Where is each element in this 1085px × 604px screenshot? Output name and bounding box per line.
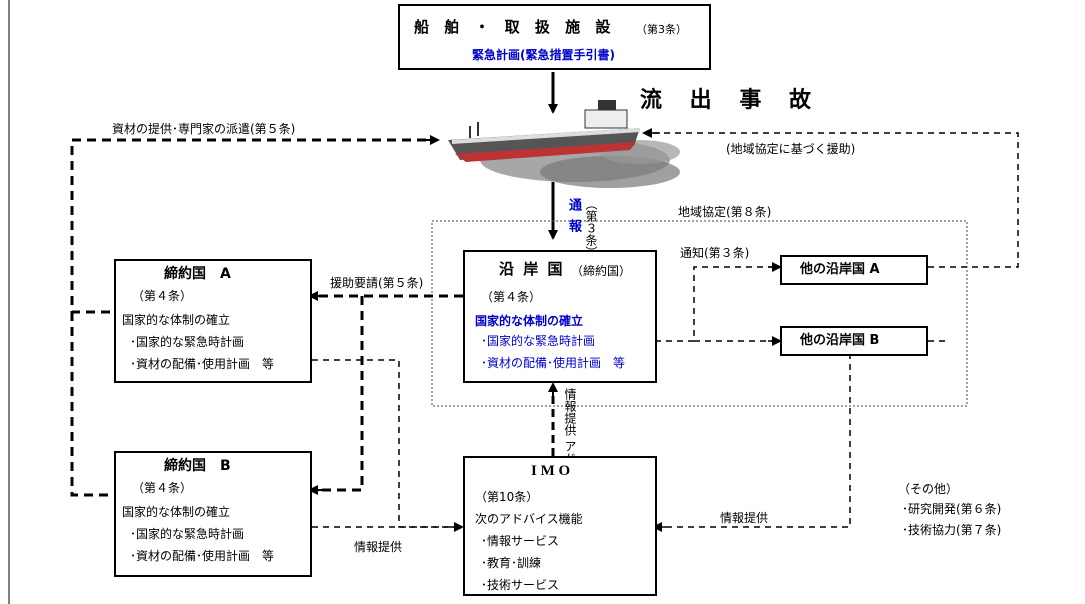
tanker-ship-illustration [448, 100, 680, 188]
others-item2: ･技術協力(第７条) [902, 523, 1002, 537]
aid-request-label: 援助要請(第５条) [330, 276, 424, 290]
imo-box: I M O （第10条） 次のアドバイス機能 ･情報サービス ･教育･訓練 ･技… [463, 456, 657, 596]
other-b-to-imo-line [658, 353, 851, 528]
notice-label: 通知(第３条) [680, 246, 750, 260]
party-a-info-line [312, 359, 458, 528]
imo-line1: 次のアドバイス機能 [475, 512, 583, 526]
supply-loop-top [70, 138, 436, 314]
other-coastal-b-box: 他の沿岸国 B [780, 326, 928, 356]
imo-line3: ･教育･訓練 [481, 556, 542, 570]
regional-aid-line [648, 132, 1019, 268]
ship-facility-article: （第3条） [636, 23, 687, 36]
ship-facility-title: 船 舶 ・ 取 扱 施 設 [414, 18, 616, 36]
party-b-article: （第４条） [132, 481, 193, 495]
party-b-line3: ･資材の配備･使用計画 等 [130, 549, 275, 563]
ship-facility-box: 船 舶 ・ 取 扱 施 設 （第3条） 緊急計画(緊急措置手引書) [398, 4, 711, 70]
coastal-state-suffix: （締約国） [571, 264, 632, 278]
supply-loop-bottom [70, 312, 112, 497]
party-b-line2: ･国家的な緊急時計画 [130, 527, 245, 541]
coastal-state-line1: 国家的な体制の確立 [475, 314, 584, 328]
notify-label: 通報 [566, 198, 581, 240]
accident-title: 流 出 事 故 [640, 88, 821, 113]
party-a-article: （第４条） [132, 289, 193, 303]
coastal-state-box: 沿 岸 国 （締約国） （第４条） 国家的な体制の確立 ･国家的な緊急時計画 ･… [463, 250, 657, 383]
coastal-state-article: （第４条） [481, 290, 542, 304]
imo-title: I M O [531, 463, 571, 479]
coastal-state-line2: ･国家的な緊急時計画 [481, 334, 596, 348]
coastal-state-title: 沿 岸 国 [499, 260, 565, 278]
imo-line2: ･情報サービス [481, 534, 560, 548]
supply-label: 資材の提供･専門家の派遣(第５条) [112, 122, 296, 136]
info-right-label: 情報提供 [720, 511, 769, 525]
others-title: （その他） [898, 482, 959, 496]
other-coastal-a-label: 他の沿岸国 A [800, 262, 880, 277]
ship-facility-subtitle: 緊急計画(緊急措置手引書) [472, 48, 615, 62]
party-b-title: 締約国 B [164, 458, 231, 474]
notice-line-a [655, 266, 778, 342]
other-coastal-b-label: 他の沿岸国 B [800, 333, 880, 348]
party-a-line2: ･国家的な緊急時計画 [130, 335, 245, 349]
coastal-state-line3: ･資材の配備･使用計画 等 [481, 356, 626, 370]
notify-article: （第３条） [584, 198, 598, 258]
imo-article: （第10条） [475, 490, 539, 504]
party-a-line3: ･資材の配備･使用計画 等 [130, 357, 275, 371]
party-b-box: 締約国 B （第４条） 国家的な体制の確立 ･国家的な緊急時計画 ･資材の配備･… [114, 451, 312, 577]
regional-agreement-label: 地域協定(第８条) [678, 205, 772, 219]
other-coastal-a-box: 他の沿岸国 A [780, 255, 928, 285]
others-item1: ･研究開発(第６条) [902, 502, 1002, 516]
regional-aid-label: (地域協定に基づく援助) [726, 142, 856, 156]
party-b-line1: 国家的な体制の確立 [122, 505, 231, 519]
aid-request-to-b-line [312, 296, 364, 492]
party-a-line1: 国家的な体制の確立 [122, 313, 231, 327]
party-a-title: 締約国 A [164, 266, 231, 282]
imo-line4: ･技術サービス [481, 578, 560, 592]
info-left-label: 情報提供 [354, 540, 403, 554]
party-a-box: 締約国 A （第４条） 国家的な体制の確立 ･国家的な緊急時計画 ･資材の配備･… [114, 259, 312, 383]
